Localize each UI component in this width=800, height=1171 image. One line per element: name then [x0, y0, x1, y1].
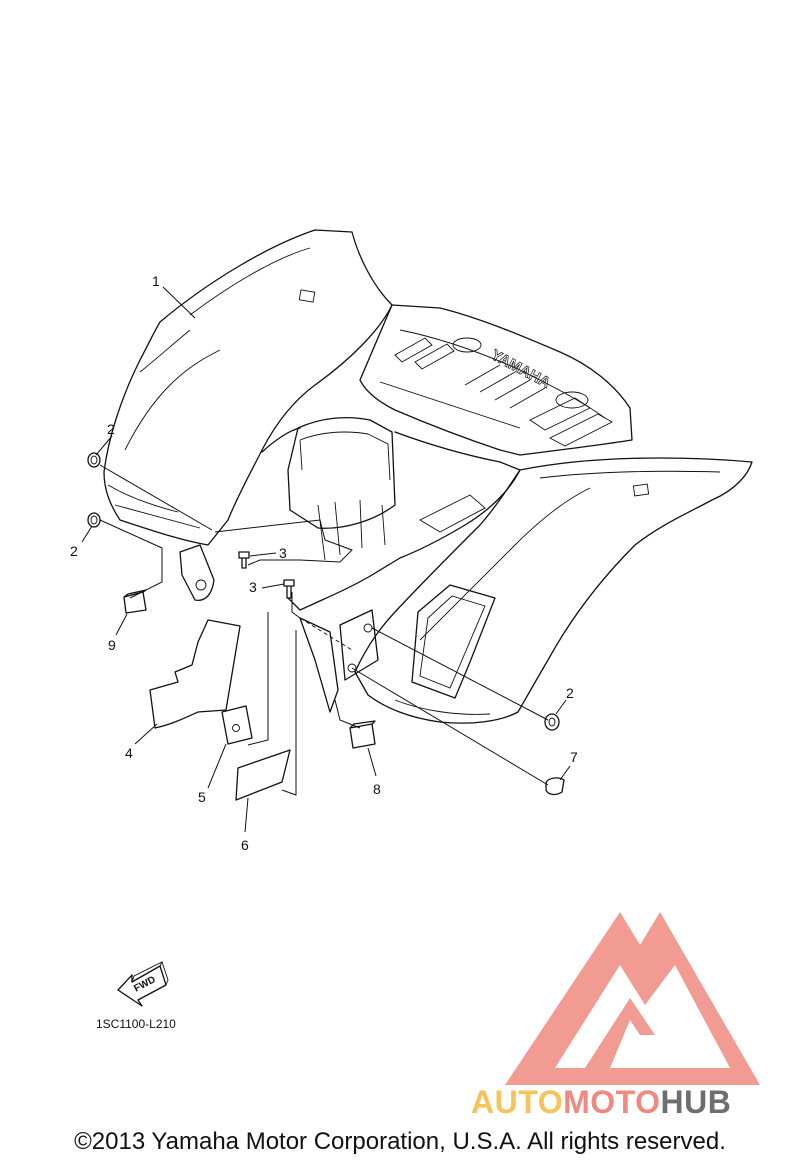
- pad-small: [221, 705, 253, 745]
- pad-large: [235, 749, 291, 801]
- fwd-arrow-icon: FWD: [117, 960, 169, 1007]
- callout-8: 8: [373, 781, 381, 797]
- carrier-deck: [379, 329, 606, 429]
- storage-lid: [299, 431, 391, 481]
- callout-leaders: [81, 286, 571, 833]
- left-mount-hole: [195, 579, 207, 591]
- callout-6: 6: [241, 837, 249, 853]
- center-carrier: [359, 304, 633, 456]
- center-flap: [299, 617, 339, 713]
- storage-compartment: [287, 416, 396, 529]
- left-fender-wing: [103, 229, 393, 546]
- callout-9: 9: [108, 637, 116, 653]
- callout-7: 7: [570, 749, 578, 765]
- logo-inner-mark: [585, 998, 655, 1068]
- left-wing-inner-edge: [124, 247, 311, 451]
- callout-4: 4: [125, 745, 133, 761]
- callout-3-upper: 3: [279, 545, 287, 561]
- callout-3-lower: 3: [249, 579, 257, 595]
- right-mount-hole-upper: [363, 623, 373, 633]
- right-mount-hole-lower: [347, 663, 357, 673]
- under-tray: [261, 427, 521, 611]
- callout-2-upper-left: 2: [107, 421, 115, 437]
- mud-flap-inner: [419, 595, 486, 689]
- left-mount-bracket: [179, 544, 215, 601]
- bolt-upper: [238, 551, 250, 569]
- tray-brackets: [317, 494, 486, 561]
- callout-2-lower-left: 2: [70, 543, 78, 559]
- right-wing-inner-edge: [394, 470, 721, 715]
- carrier-slats: [394, 337, 613, 447]
- callout-2-right: 2: [566, 685, 574, 701]
- watermark-brand: AUTOMOTOHUB: [471, 1084, 731, 1120]
- right-fender-wing: [354, 457, 753, 724]
- right-wing-mark: [632, 483, 650, 497]
- callout-1: 1: [152, 273, 160, 289]
- mud-flap-panel: [411, 584, 496, 699]
- rear-fender: YAMAHA: [103, 229, 753, 724]
- grommet-upper-left: [87, 452, 101, 468]
- grommet-right: [544, 713, 560, 731]
- protector-pad: [149, 619, 241, 729]
- assembly-lines: [99, 464, 549, 796]
- callout-5: 5: [198, 789, 206, 805]
- damper-right: [349, 720, 376, 749]
- left-wing-mark: [298, 289, 316, 303]
- watermark-logo: [505, 912, 760, 1085]
- copyright-notice: ©2013 Yamaha Motor Corporation, U.S.A. A…: [74, 1128, 726, 1155]
- plug: [545, 777, 565, 796]
- left-wing-rib: [107, 484, 201, 529]
- part-code: 1SC1100-L210: [96, 1017, 176, 1031]
- right-mount-plate: [339, 609, 379, 681]
- carrier-hole-right: [555, 391, 589, 409]
- pad-small-hole: [232, 724, 240, 732]
- grommet-lower-left: [87, 512, 101, 528]
- damper-left: [123, 589, 147, 614]
- carrier-hole-left: [452, 337, 482, 353]
